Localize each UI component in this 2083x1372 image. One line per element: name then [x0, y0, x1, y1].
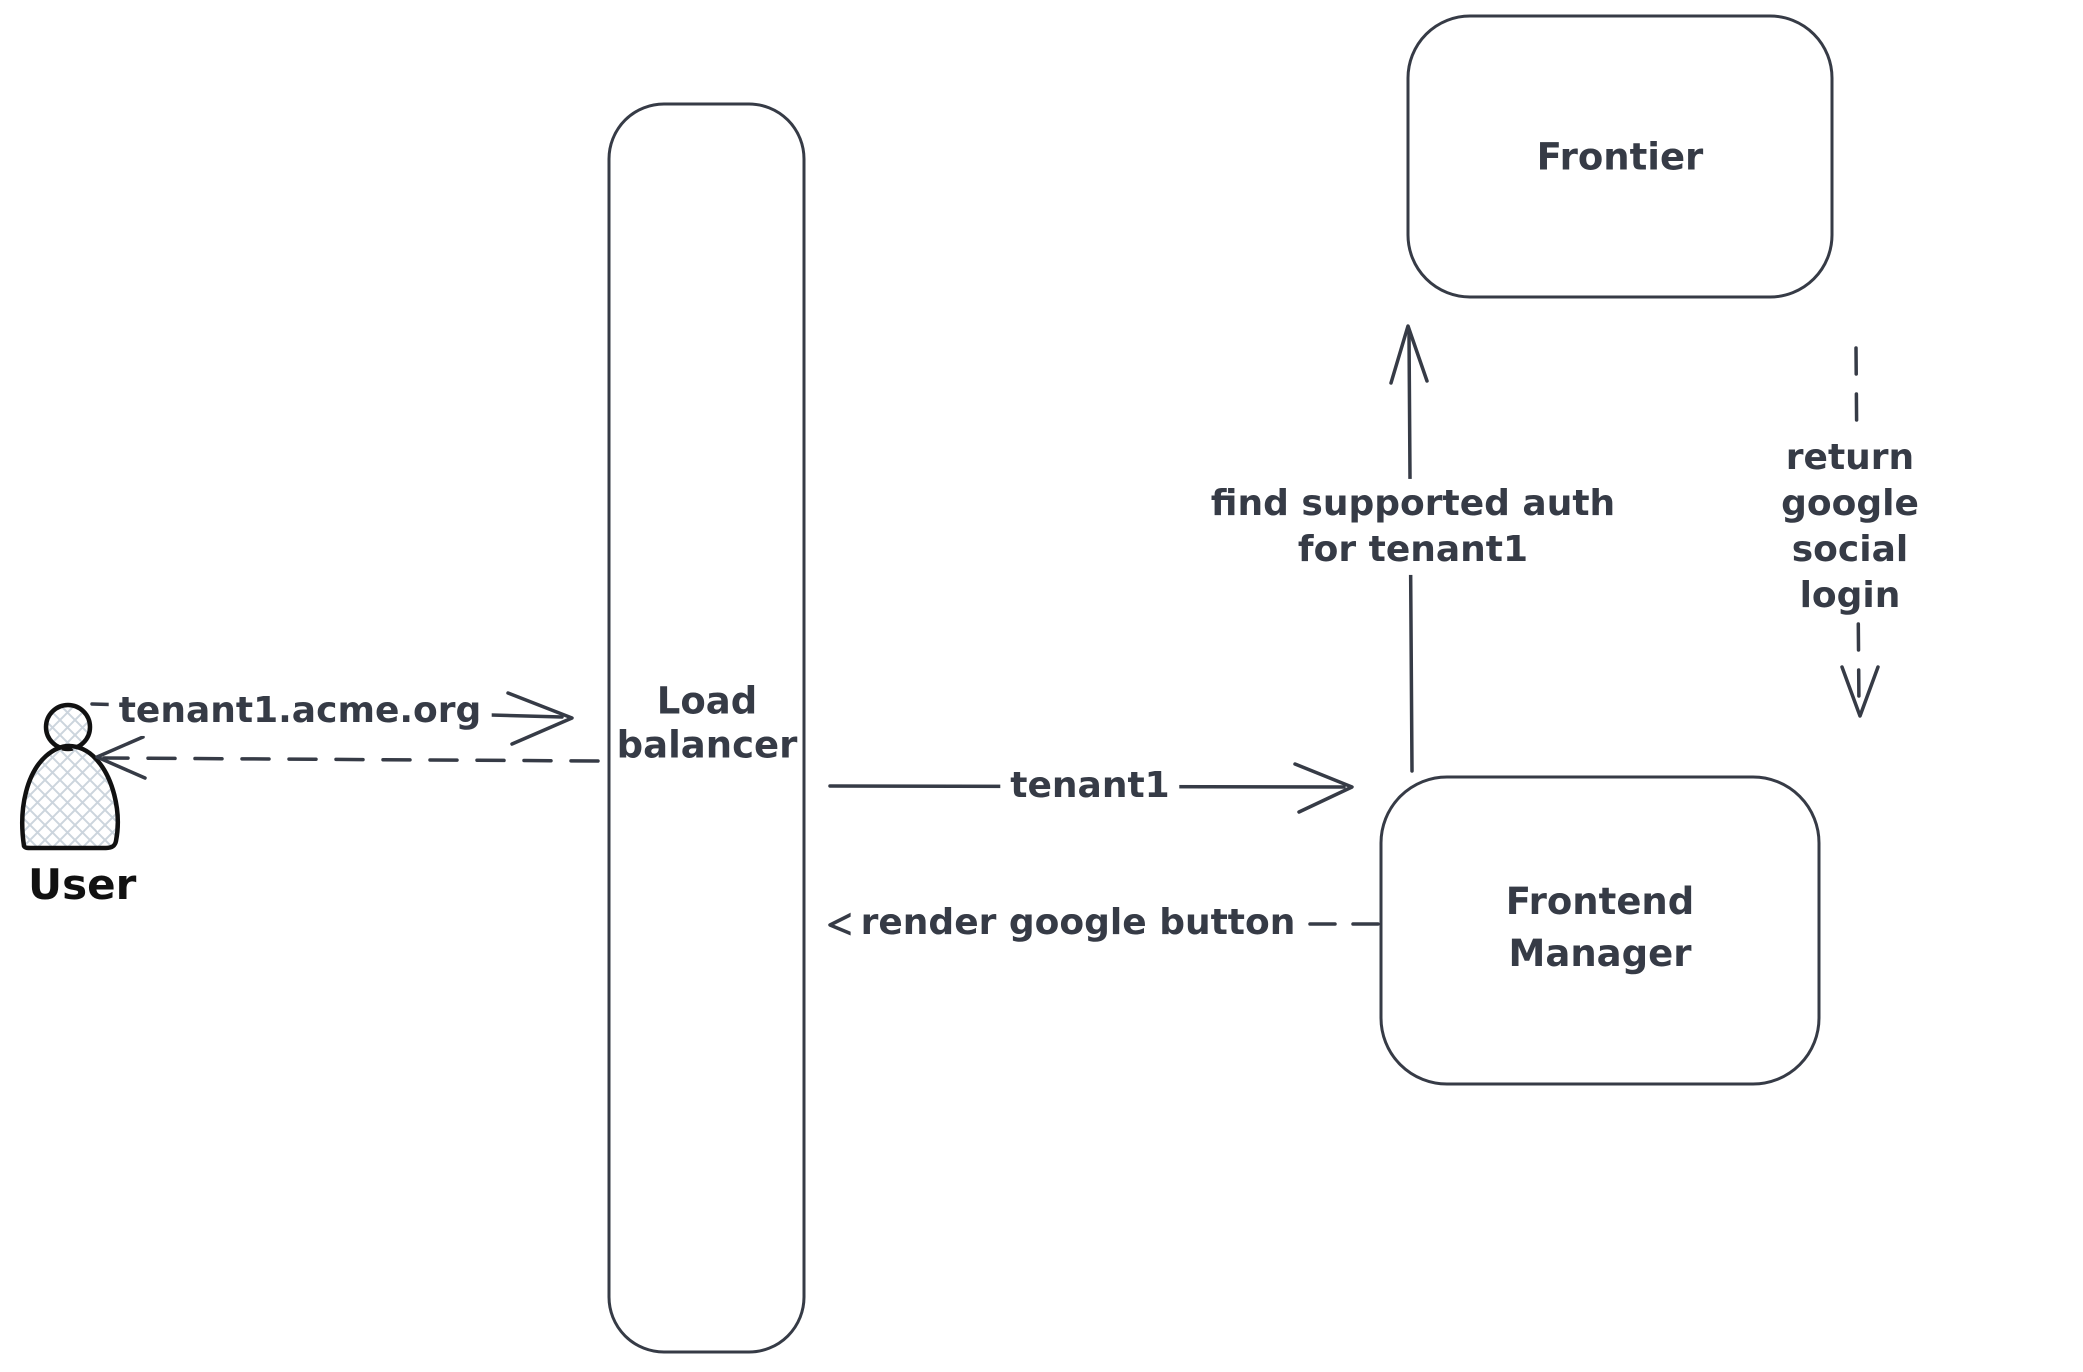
arrow-return-google-social-login: [1840, 346, 1880, 718]
arrow-return-google-social-login-line: [1854, 346, 1861, 710]
arrow-label-forward-tenant: tenant1: [1000, 760, 1180, 812]
load-balancer-box: [607, 102, 806, 1354]
arrow-label-request-domain: tenant1.acme.org: [108, 685, 492, 737]
arrow-forward-tenant-head: [1293, 762, 1354, 814]
arrow-response-to-user: [95, 735, 600, 780]
user-label: User: [28, 860, 137, 909]
person-icon: [20, 702, 121, 851]
arrow-label-return-google-social-login: return google social login: [1733, 432, 1967, 622]
frontend-manager-box: [1379, 775, 1821, 1086]
person-head: [43, 702, 93, 752]
frontend-manager-label: Frontend Manager: [1505, 880, 1695, 975]
frontier-box: [1406, 14, 1834, 299]
arrow-find-supported-auth-head: [1389, 324, 1429, 385]
load-balancer-label: Load balancer: [616, 679, 798, 766]
arrow-response-to-user-line: [102, 756, 600, 763]
frontier-label: Frontier: [1536, 135, 1704, 179]
arrow-label-find-supported-auth: find supported auth for tenant1: [1200, 478, 1626, 576]
arrow-return-google-social-login-head: [1840, 665, 1880, 718]
person-body: [20, 743, 121, 851]
arrow-label-render-google-button: render google button: [850, 897, 1306, 949]
arrow-response-to-user-head: [95, 735, 147, 780]
arrow-request-domain-head: [506, 691, 574, 746]
